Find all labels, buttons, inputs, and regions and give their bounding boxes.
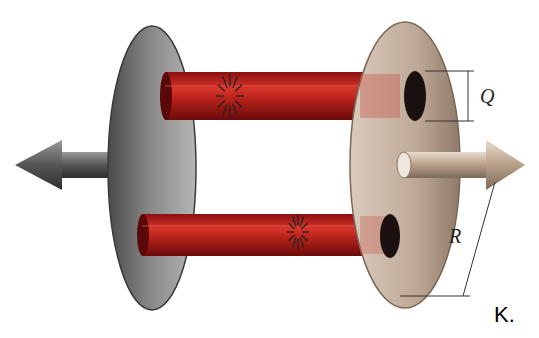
dimension-r xyxy=(400,182,495,296)
burst-ray xyxy=(218,101,225,107)
burst-ray xyxy=(297,238,298,249)
burst-ray xyxy=(236,95,244,96)
burst-ray xyxy=(233,104,237,115)
hole xyxy=(404,71,426,121)
burst-ray xyxy=(229,106,230,119)
burst-ray xyxy=(301,223,307,229)
left-disc xyxy=(108,26,196,310)
burst-ray xyxy=(223,104,227,115)
burst-ray xyxy=(297,214,298,225)
starburst xyxy=(216,74,309,250)
right-arrow xyxy=(397,140,525,190)
burst-ray xyxy=(288,235,294,241)
dimension-label: Q xyxy=(480,86,494,106)
burst-ray xyxy=(302,231,309,232)
burst-ray xyxy=(229,74,230,87)
bottom-tube xyxy=(137,214,382,256)
top-tube xyxy=(160,72,370,120)
burst-ray xyxy=(235,101,242,107)
burst-ray xyxy=(233,77,237,88)
burst-ray xyxy=(223,77,227,88)
hole xyxy=(380,214,400,258)
burst-ray xyxy=(216,95,224,96)
burst-ray xyxy=(235,85,242,91)
burst-ray xyxy=(293,217,297,227)
burst-ray xyxy=(301,235,307,241)
burst-ray xyxy=(218,85,225,91)
burst-ray xyxy=(288,223,294,229)
dimension-label: R xyxy=(449,226,461,246)
burst-ray xyxy=(287,231,294,232)
figure-label: K. xyxy=(494,304,515,326)
burst-ray xyxy=(293,238,297,248)
burst-ray xyxy=(300,238,304,248)
dimension-q xyxy=(425,71,474,121)
burst-ray xyxy=(300,217,304,227)
